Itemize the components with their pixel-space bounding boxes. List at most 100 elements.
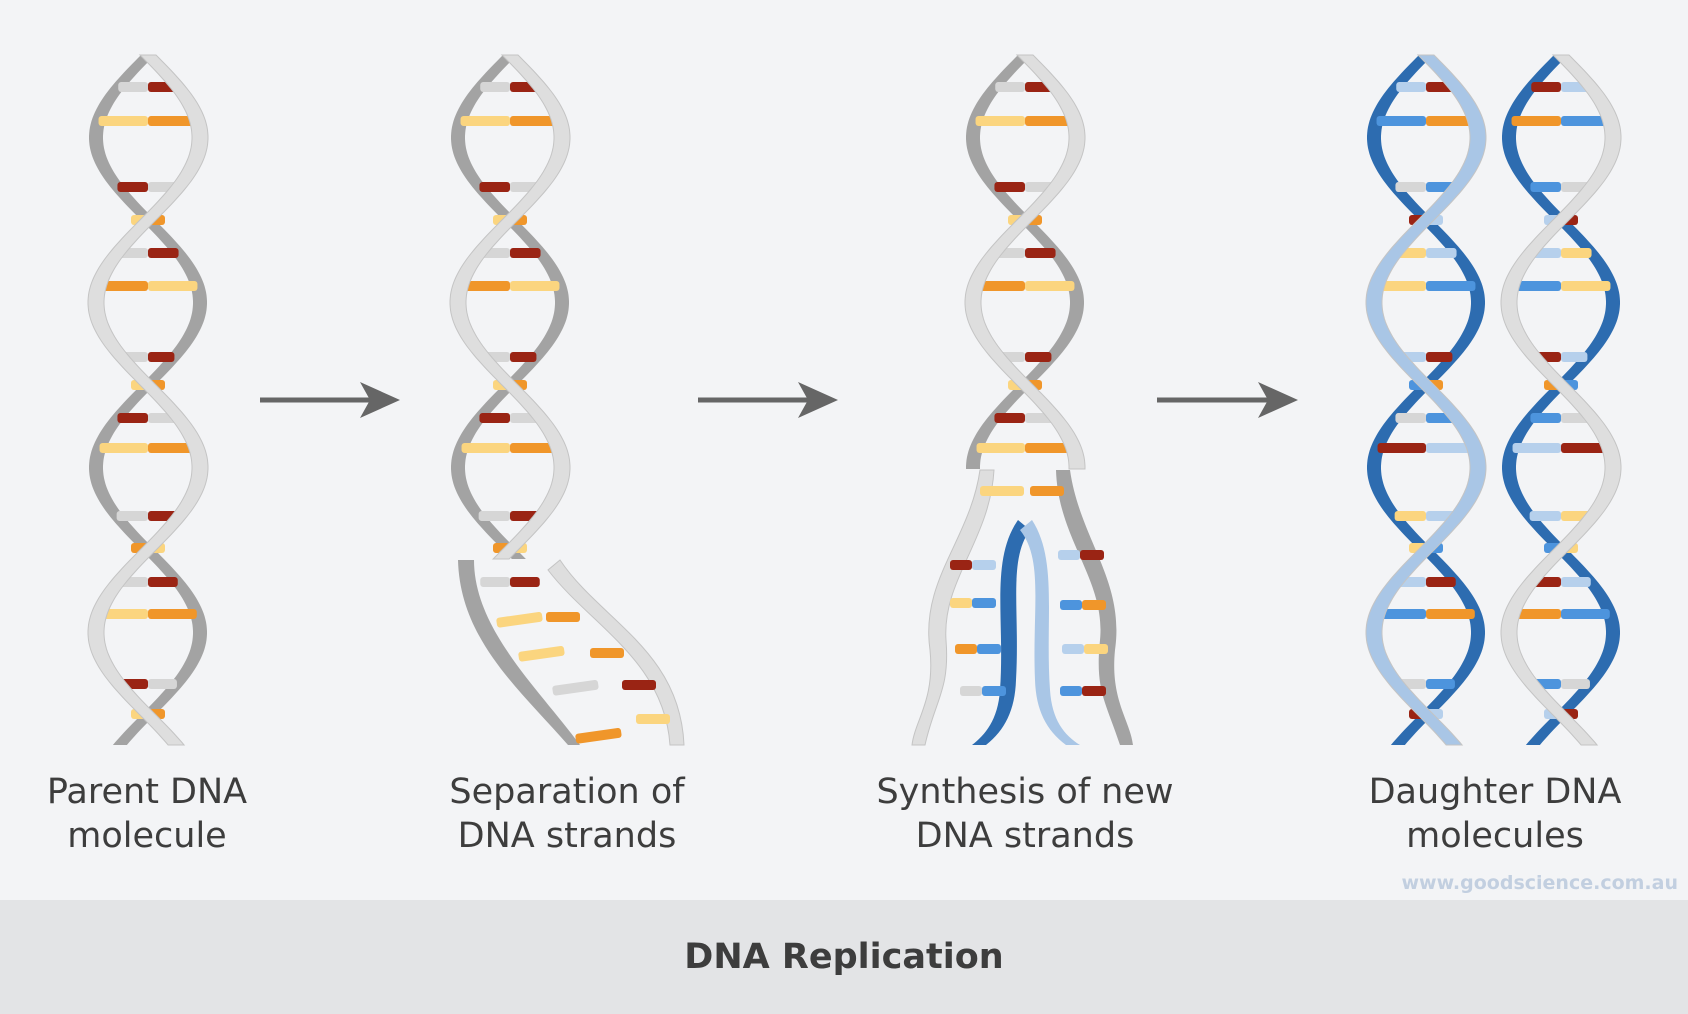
synthesis-base-new-right (1058, 550, 1080, 560)
daughter-two-base-right (1561, 679, 1590, 689)
synthesis-base-new-right (1060, 686, 1082, 696)
synthesis-base-right (1025, 281, 1075, 291)
separation-base-left (480, 577, 510, 587)
caption-separation: Separation of DNA strands (377, 770, 757, 858)
daughter-one-strand-front (1365, 54, 1487, 746)
daughter-two-base-left (1512, 609, 1561, 619)
daughter-dna-helices (1365, 54, 1622, 746)
synthesis-base-fork (1030, 486, 1064, 496)
daughter-one-base-right (1426, 577, 1456, 587)
synthesis-base-new-right (1060, 600, 1082, 610)
daughter-one-base-left (1376, 281, 1426, 291)
parent-strand-front (87, 54, 209, 746)
watermark: www.goodscience.com.au (1401, 872, 1678, 894)
daughter-one-base-right (1426, 281, 1476, 291)
daughter-one-base-right (1426, 443, 1475, 453)
separation-base-left (479, 413, 510, 423)
synthesis-new-strand-right (1020, 520, 1080, 745)
daughter-two-base-left (1530, 182, 1561, 192)
synthesis-base-new-right (1062, 644, 1084, 654)
separation-base-left (480, 82, 510, 92)
synthesis-strand-front (964, 54, 1086, 470)
daughter-two-base-left (1530, 413, 1561, 423)
daughter-two-base-right (1561, 248, 1592, 258)
caption-parent-line2: molecule (67, 816, 227, 856)
parent-base-right (148, 577, 178, 587)
caption-synthesis: Synthesis of new DNA strands (835, 770, 1215, 858)
separation-loose-base-right (546, 612, 580, 622)
separation-base-left (479, 182, 510, 192)
separation-loose-base-right (622, 680, 656, 690)
separation-base-right (510, 116, 560, 126)
diagram-title: DNA Replication (684, 937, 1004, 977)
separation-loose-base-left (496, 611, 543, 628)
parent-base-right (148, 248, 179, 258)
parent-base-right (148, 352, 175, 362)
synthesis-base-left (994, 182, 1025, 192)
separation-base-left (460, 281, 510, 291)
daughter-two-base-left (1511, 281, 1561, 291)
daughter-one-base-right (1426, 352, 1453, 362)
caption-parent: Parent DNA molecule (0, 770, 337, 858)
synthesis-base-old-right (1080, 550, 1104, 560)
daughter-two-base-left (1512, 443, 1561, 453)
synthesis-base-right (1025, 352, 1052, 362)
synthesis-base-old-left (960, 686, 982, 696)
separation-base-right (510, 352, 537, 362)
parent-base-left (117, 182, 148, 192)
process-arrows (260, 382, 1298, 418)
daughter-one-base-left (1395, 182, 1426, 192)
dna-replication-illustration (87, 54, 1622, 746)
synthesis-old-strand-left (911, 469, 995, 746)
caption-synthesis-line2: DNA strands (915, 816, 1135, 856)
separation-base-right (510, 443, 559, 453)
synthesis-new-strand-left (972, 520, 1030, 745)
parent-base-left (117, 413, 148, 423)
daughter-one-base-left (1377, 443, 1426, 453)
synthesis-old-strand-right (1056, 470, 1133, 745)
parent-base-left (98, 116, 148, 126)
daughter-one-base-left (1396, 82, 1426, 92)
parent-base-left (99, 609, 148, 619)
arrow-head (1258, 382, 1298, 418)
daughter-one-base-right (1426, 679, 1455, 689)
synthesis-base-right (1025, 116, 1075, 126)
caption-separation-line1: Separation of (449, 772, 685, 812)
separation-base-right (510, 281, 560, 291)
daughter-two-base-right (1561, 116, 1611, 126)
caption-parent-line1: Parent DNA (46, 772, 248, 812)
synthesis-base-fork (980, 486, 1024, 496)
parent-base-left (98, 281, 148, 291)
separation-base-left (478, 511, 510, 521)
synthesis-base-new-left (982, 686, 1006, 696)
synthesis-base-left (994, 413, 1025, 423)
daughter-one-base-left (1395, 413, 1426, 423)
arrow-head (798, 382, 838, 418)
daughter-two-base-right (1561, 609, 1610, 619)
synthesis-base-right (1025, 443, 1074, 453)
daughter-two-base-left (1529, 511, 1561, 521)
daughter-one-base-right (1426, 116, 1476, 126)
parent-dna-helix (87, 54, 209, 746)
caption-synthesis-line1: Synthesis of new (876, 772, 1174, 812)
parent-base-right (148, 679, 177, 689)
daughter-two-base-right (1561, 281, 1611, 291)
daughter-one-base-left (1377, 609, 1426, 619)
synthesis-base-old-left (955, 644, 977, 654)
separation-base-right (510, 248, 541, 258)
synthesis-base-left (975, 116, 1025, 126)
synthesis-base-left (995, 82, 1025, 92)
daughter-two-strand-front (1500, 54, 1622, 746)
parent-base-right (148, 443, 197, 453)
synthesis-base-old-left (950, 560, 972, 570)
footer-bar: DNA Replication (0, 900, 1688, 1014)
synthesis-base-left (975, 281, 1025, 291)
daughter-two-base-left (1511, 116, 1561, 126)
synthesis-base-new-left (972, 598, 996, 608)
synthesizing-dna-helix (911, 54, 1133, 746)
arrow-head (360, 382, 400, 418)
separation-loose-base-left (552, 679, 599, 696)
daughter-two-base-right (1561, 352, 1588, 362)
separation-strand-right-tail (547, 559, 685, 746)
separation-loose-base-right (636, 714, 670, 724)
